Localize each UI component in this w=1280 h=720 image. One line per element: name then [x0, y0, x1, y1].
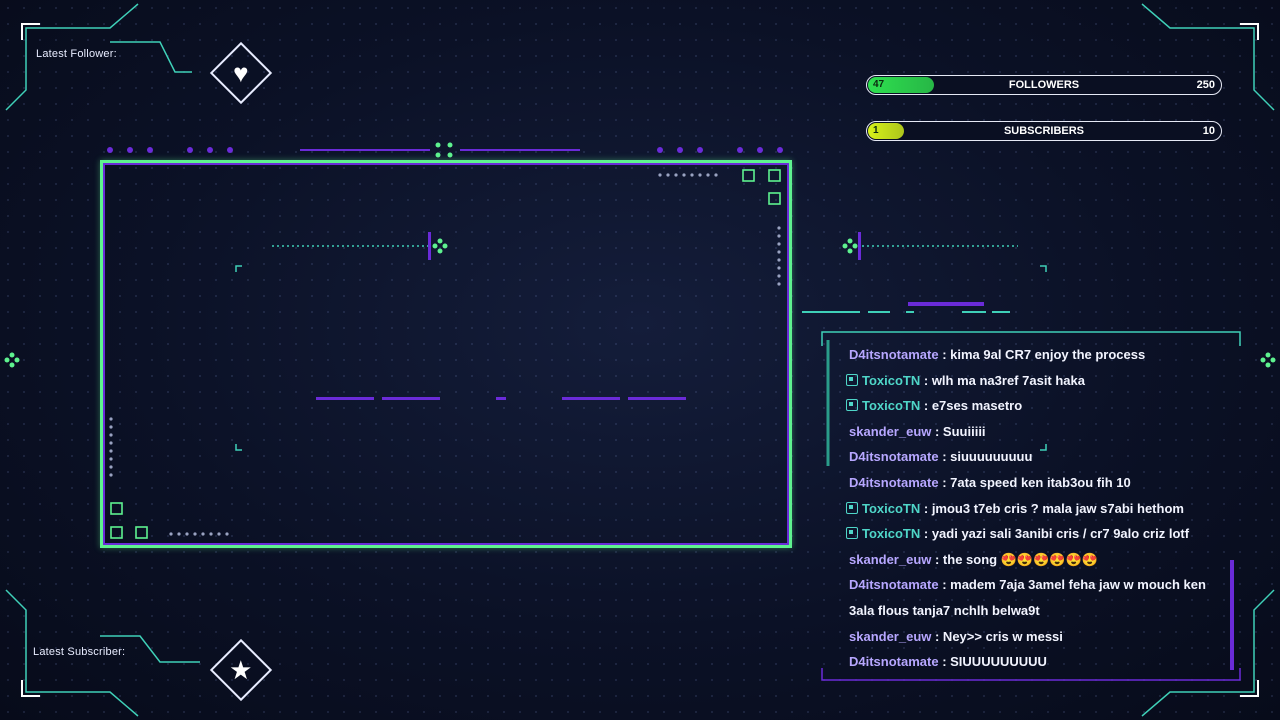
chat-username: D4itsnotamate [849, 449, 939, 465]
chat-message: D4itsnotamate : SIUUUUUUUUU [846, 649, 1226, 675]
chat-username: D4itsnotamate [849, 654, 939, 670]
chat-message: ToxicoTN : e7ses masetro [846, 393, 1226, 419]
moderator-badge-icon [846, 501, 858, 514]
chat-username: ToxicoTN [862, 526, 921, 542]
chat-text: : wlh ma na3ref 7asit haka [920, 372, 1085, 388]
followers-goal-bar: 47 FOLLOWERS 250 [866, 75, 1222, 95]
moderator-badge-icon [846, 373, 858, 386]
chat-text: : Ney>> cris w messi [931, 628, 1063, 644]
chat-text: : kima 9al CR7 enjoy the process [938, 347, 1146, 362]
subscribers-goal-bar: 1 SUBSCRIBERS 10 [866, 121, 1222, 141]
followers-goal-label: FOLLOWERS [1008, 79, 1080, 91]
subscribers-target: 10 [1202, 125, 1215, 137]
chat-panel: D4itsnotamate : kima 9al CR7 enjoy the p… [846, 342, 1226, 675]
webcam-frame [100, 160, 792, 548]
star-icon: ★ [229, 655, 253, 685]
chat-message: skander_euw : Suuiiiii [846, 419, 1226, 445]
chat-text: : Suuiiiii [931, 423, 986, 439]
chat-text: : e7ses masetro [920, 398, 1023, 414]
chat-username: D4itsnotamate [849, 474, 939, 490]
moderator-badge-icon [846, 399, 858, 412]
chat-username: ToxicoTN [862, 500, 921, 516]
chat-username: D4itsnotamate [849, 347, 939, 362]
subscribers-goal-label: SUBSCRIBERS [1003, 125, 1085, 137]
latest-subscriber-label: Latest Subscriber: [33, 646, 126, 658]
chat-message: D4itsnotamate : madem 7aja 3amel feha ja… [846, 572, 1226, 623]
followers-target: 250 [1196, 79, 1215, 91]
moderator-badge-icon [846, 527, 858, 540]
chat-username: skander_euw [849, 628, 932, 644]
subscribers-current: 1 [873, 125, 879, 136]
followers-current: 47 [873, 79, 885, 90]
webcam-frame-ornaments [109, 169, 781, 539]
chat-username: D4itsnotamate [849, 577, 939, 593]
latest-follower-label: Latest Follower: [36, 48, 117, 60]
chat-text: : jmou3 t7eb cris ? mala jaw s7abi hetho… [920, 500, 1184, 516]
chat-username: skander_euw [849, 551, 932, 567]
chat-message: ToxicoTN : jmou3 t7eb cris ? mala jaw s7… [846, 496, 1226, 522]
chat-message: D4itsnotamate : kima 9al CR7 enjoy the p… [846, 342, 1226, 368]
chat-text: : siuuuuuuuuu [938, 449, 1033, 465]
chat-message: skander_euw : the song 😍😍😍😍😍😍 [846, 547, 1226, 573]
heart-icon: ♥ [233, 58, 249, 88]
chat-message: skander_euw : Ney>> cris w messi [846, 624, 1226, 650]
chat-text: : 7ata speed ken itab3ou fih 10 [938, 474, 1131, 490]
chat-text: : madem 7aja 3amel feha jaw w mouch ken … [849, 577, 1206, 618]
subscribers-progress-fill [868, 123, 904, 139]
chat-text: : SIUUUUUUUUU [938, 654, 1047, 670]
chat-message: D4itsnotamate : siuuuuuuuuu [846, 444, 1226, 470]
chat-message: D4itsnotamate : 7ata speed ken itab3ou f… [846, 470, 1226, 496]
chat-text: : the song 😍😍😍😍😍😍 [931, 551, 1098, 567]
chat-text: : yadi yazi sali 3anibi cris / cr7 9alo … [920, 526, 1190, 542]
chat-message: ToxicoTN : wlh ma na3ref 7asit haka [846, 368, 1226, 394]
chat-username: ToxicoTN [862, 372, 921, 388]
chat-message: ToxicoTN : yadi yazi sali 3anibi cris / … [846, 521, 1226, 547]
chat-username: skander_euw [849, 423, 932, 439]
followers-progress-fill [868, 77, 935, 93]
chat-username: ToxicoTN [862, 398, 921, 414]
